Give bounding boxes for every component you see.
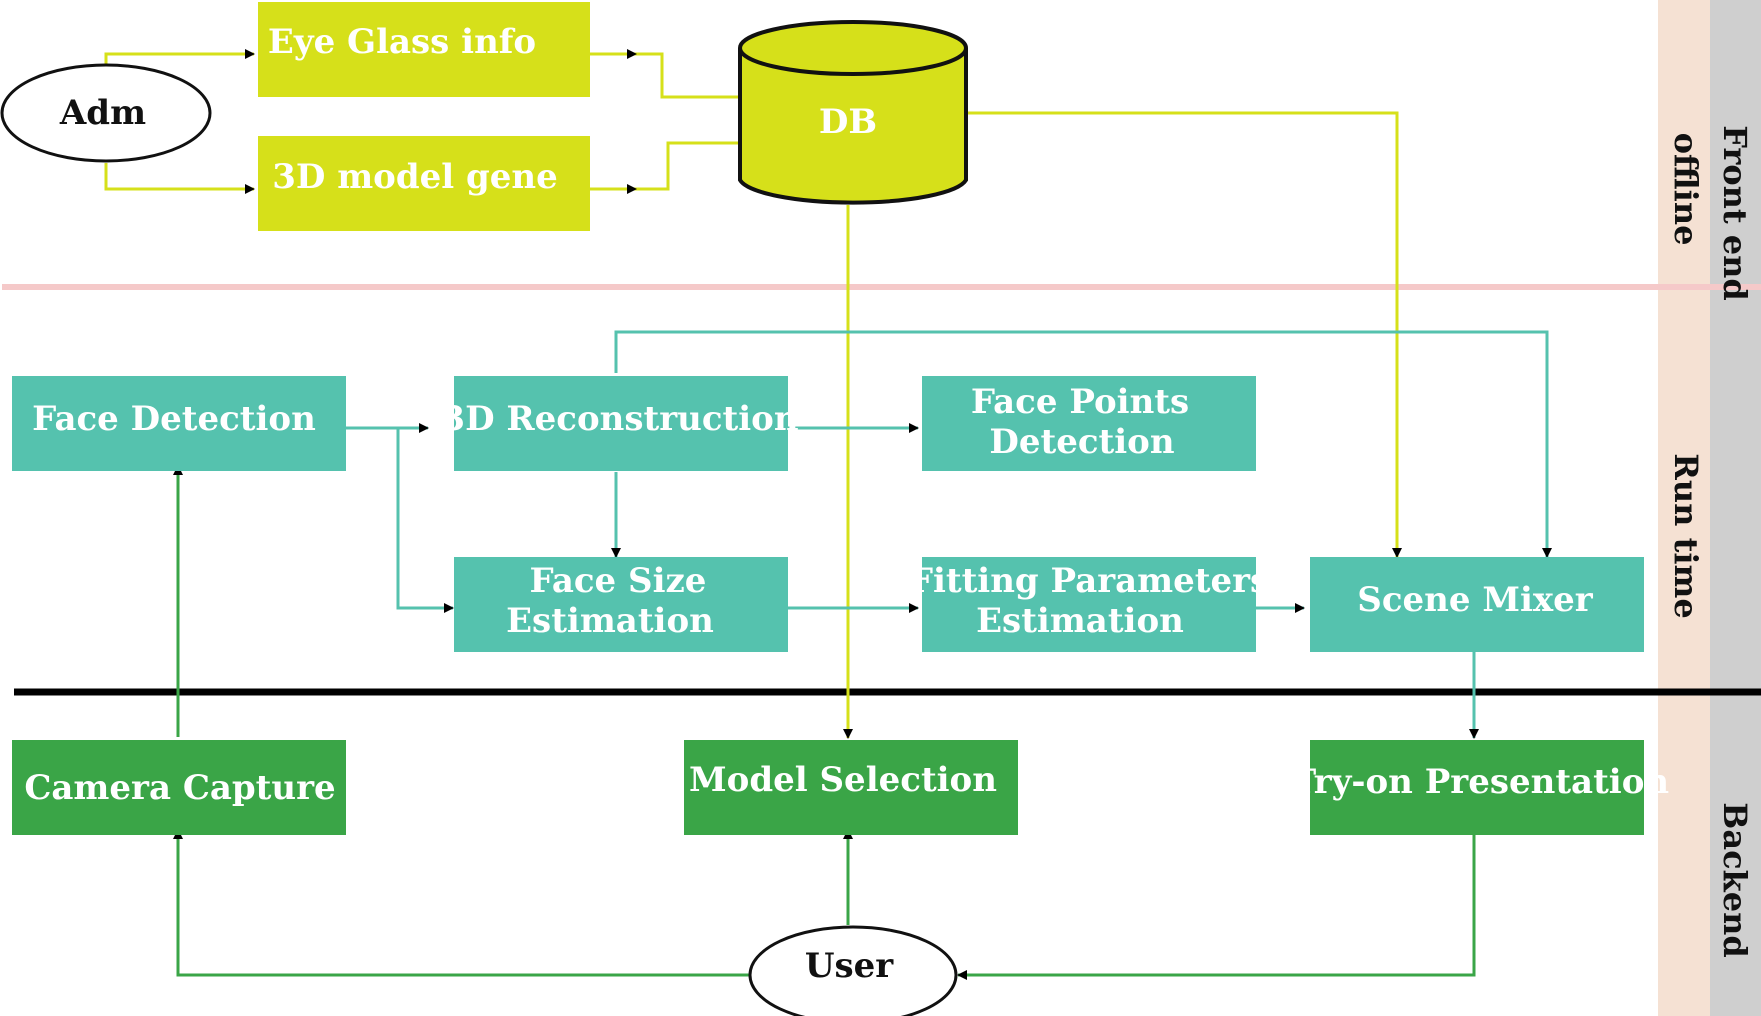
side-label-backend: Backend bbox=[1716, 802, 1754, 957]
tryon-box bbox=[1310, 740, 1644, 835]
face-detection-label: Face Detection bbox=[32, 399, 316, 439]
user-label: User bbox=[805, 946, 894, 986]
band-gray bbox=[1710, 0, 1761, 1016]
camera-capture-label: Camera Capture bbox=[24, 768, 335, 808]
reconstruction-label: 3D Reconstruction bbox=[441, 399, 798, 439]
side-label-run-time: Run time bbox=[1667, 453, 1705, 618]
edge-db-scenemixer bbox=[964, 111, 1402, 558]
reconstruction-box bbox=[454, 376, 788, 471]
band-peach bbox=[1658, 0, 1710, 1016]
model-gene-label: 3D model gene bbox=[272, 157, 558, 197]
edge-modelgene-db bbox=[589, 141, 740, 191]
edge-facedet-facesize bbox=[396, 428, 454, 613]
eyeglass-info-label: Eye Glass info bbox=[268, 22, 536, 62]
face-points-label-line2: Detection bbox=[989, 422, 1174, 462]
tryon-label: Try-on Presentation bbox=[1291, 762, 1669, 802]
camera-capture-box bbox=[12, 740, 346, 835]
edge-user-camera bbox=[173, 829, 750, 977]
face-size-box bbox=[454, 557, 788, 652]
face-detection-box bbox=[12, 376, 346, 471]
face-points-box bbox=[922, 376, 1256, 471]
edge-tryon-user bbox=[957, 832, 1476, 980]
admin-label: Adm bbox=[59, 93, 146, 133]
fitting-box bbox=[922, 557, 1256, 652]
model-selection-box bbox=[684, 740, 1018, 835]
model-gene-box bbox=[258, 136, 590, 231]
scene-mixer-label: Scene Mixer bbox=[1357, 580, 1594, 620]
face-size-label-line1: Face Size bbox=[530, 561, 707, 601]
database-cylinder bbox=[738, 20, 968, 205]
edge-adm-model-gene bbox=[104, 163, 255, 194]
fitting-label-line2: Estimation bbox=[976, 601, 1184, 641]
user-actor bbox=[748, 925, 958, 1016]
scene-mixer-box bbox=[1310, 557, 1644, 652]
side-label-offline: offline bbox=[1667, 133, 1705, 246]
side-label-front-end: Front end bbox=[1716, 125, 1754, 301]
database-label: DB bbox=[819, 102, 877, 142]
fitting-label-line1: Fitting Parameters bbox=[909, 561, 1269, 601]
face-size-label-line2: Estimation bbox=[506, 601, 714, 641]
edge-recon-scenemixer bbox=[614, 330, 1552, 558]
model-selection-label: Model Selection bbox=[689, 760, 997, 800]
face-points-label-line1: Face Points bbox=[971, 382, 1189, 422]
eyeglass-info-box bbox=[258, 2, 590, 97]
admin-actor bbox=[0, 63, 212, 163]
edge-eyeglass-db bbox=[589, 52, 740, 99]
